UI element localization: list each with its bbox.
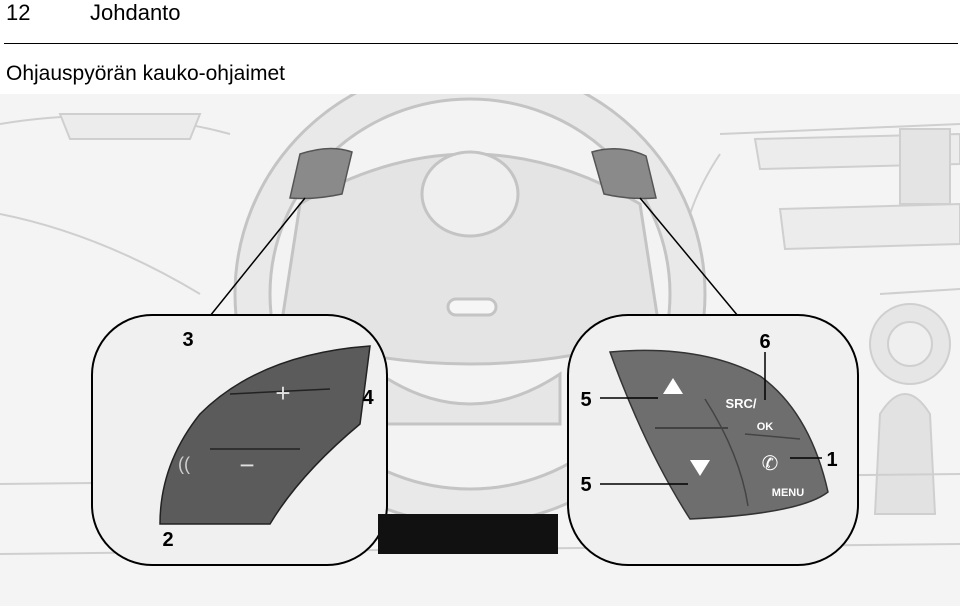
callout-5-lower: 5	[580, 474, 591, 496]
page-number: 12	[6, 0, 31, 25]
header-rule	[4, 43, 958, 44]
down-arrow-icon	[690, 460, 710, 476]
left-callout-4: 4	[362, 387, 374, 409]
left-pad-minus: −	[239, 450, 254, 480]
callout-1: 1	[826, 449, 837, 471]
menu-label: MENU	[772, 487, 804, 499]
left-callout-2: 2	[162, 529, 173, 551]
left-pad-plus: +	[275, 378, 290, 408]
left-callout-3: 3	[182, 329, 193, 351]
src-label: SRC/	[725, 396, 756, 411]
voice-icon: ((	[178, 454, 190, 474]
callout-6: 6	[759, 331, 770, 353]
steering-wheel-controls-figure: + − (( 3 4 2 SRC/ OK ✆ MENU 6	[0, 94, 960, 606]
ok-label: OK	[757, 421, 774, 433]
right-zoom-box: SRC/ OK ✆ MENU 6 5 5 1	[567, 314, 859, 566]
left-wheel-pad	[289, 147, 353, 200]
section-title: Ohjauspyörän kauko-ohjaimet	[6, 62, 285, 85]
up-arrow-icon	[663, 378, 683, 394]
chapter-title: Johdanto	[90, 0, 181, 25]
right-wheel-pad	[591, 148, 657, 200]
left-zoom-box: + − (( 3 4 2	[91, 314, 558, 566]
callout-5-upper: 5	[580, 389, 591, 411]
phone-icon: ✆	[762, 453, 779, 475]
